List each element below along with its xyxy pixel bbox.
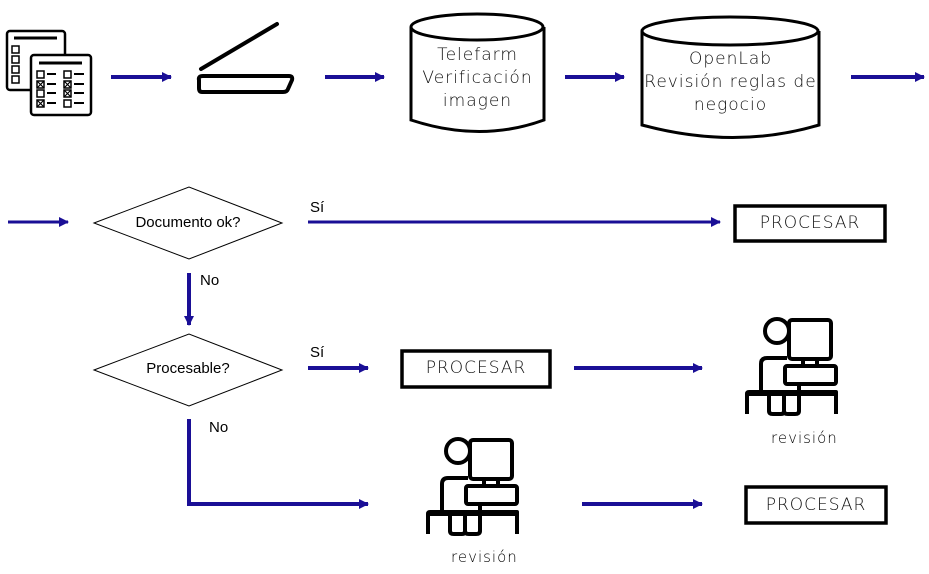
procesar-box-3-frame: [744, 485, 888, 525]
telefarm-line-1: Telefarm: [437, 45, 518, 65]
revision-label-1: revisión: [771, 429, 838, 447]
documento-yes-label: Sí: [310, 199, 325, 216]
arrow-procesable-no: [187, 419, 369, 509]
openlab-database-cylinder: [640, 15, 821, 139]
procesar-box-1-frame: [733, 204, 887, 243]
flatbed-scanner-icon: [196, 22, 295, 94]
procesar-box-2-frame: [400, 349, 552, 389]
checklist-forms-icon: [5, 29, 93, 117]
decision-procesable: [92, 333, 284, 407]
decision-documento-ok: [92, 186, 284, 260]
openlab-line-3: negocio: [693, 95, 768, 115]
procesar-box-3: PROCESAR: [765, 495, 867, 515]
telefarm-database-cylinder: [409, 12, 546, 133]
openlab-line-2: Revisión reglas de: [644, 72, 817, 92]
openlab-line-1: OpenLab: [688, 49, 773, 69]
decision-procesable-label: Procesable?: [146, 360, 230, 377]
review-station-icon-1: [745, 317, 838, 416]
decision-documento-label: Documento ok?: [135, 214, 241, 231]
procesable-no-label: No: [209, 419, 229, 436]
telefarm-label: Telefarm Verificación imagen: [411, 44, 544, 113]
procesar-box-1: PROCESAR: [759, 213, 861, 233]
documento-no-label: No: [200, 272, 220, 289]
procesable-yes-label: Sí: [310, 344, 325, 361]
telefarm-line-3: imagen: [442, 91, 513, 111]
review-station-icon-2: [426, 437, 519, 536]
revision-label-2: revisión: [451, 548, 518, 566]
openlab-label: OpenLab Revisión reglas de negocio: [642, 48, 819, 117]
telefarm-line-2: Verificación: [422, 68, 533, 88]
procesar-box-2: PROCESAR: [425, 358, 527, 378]
